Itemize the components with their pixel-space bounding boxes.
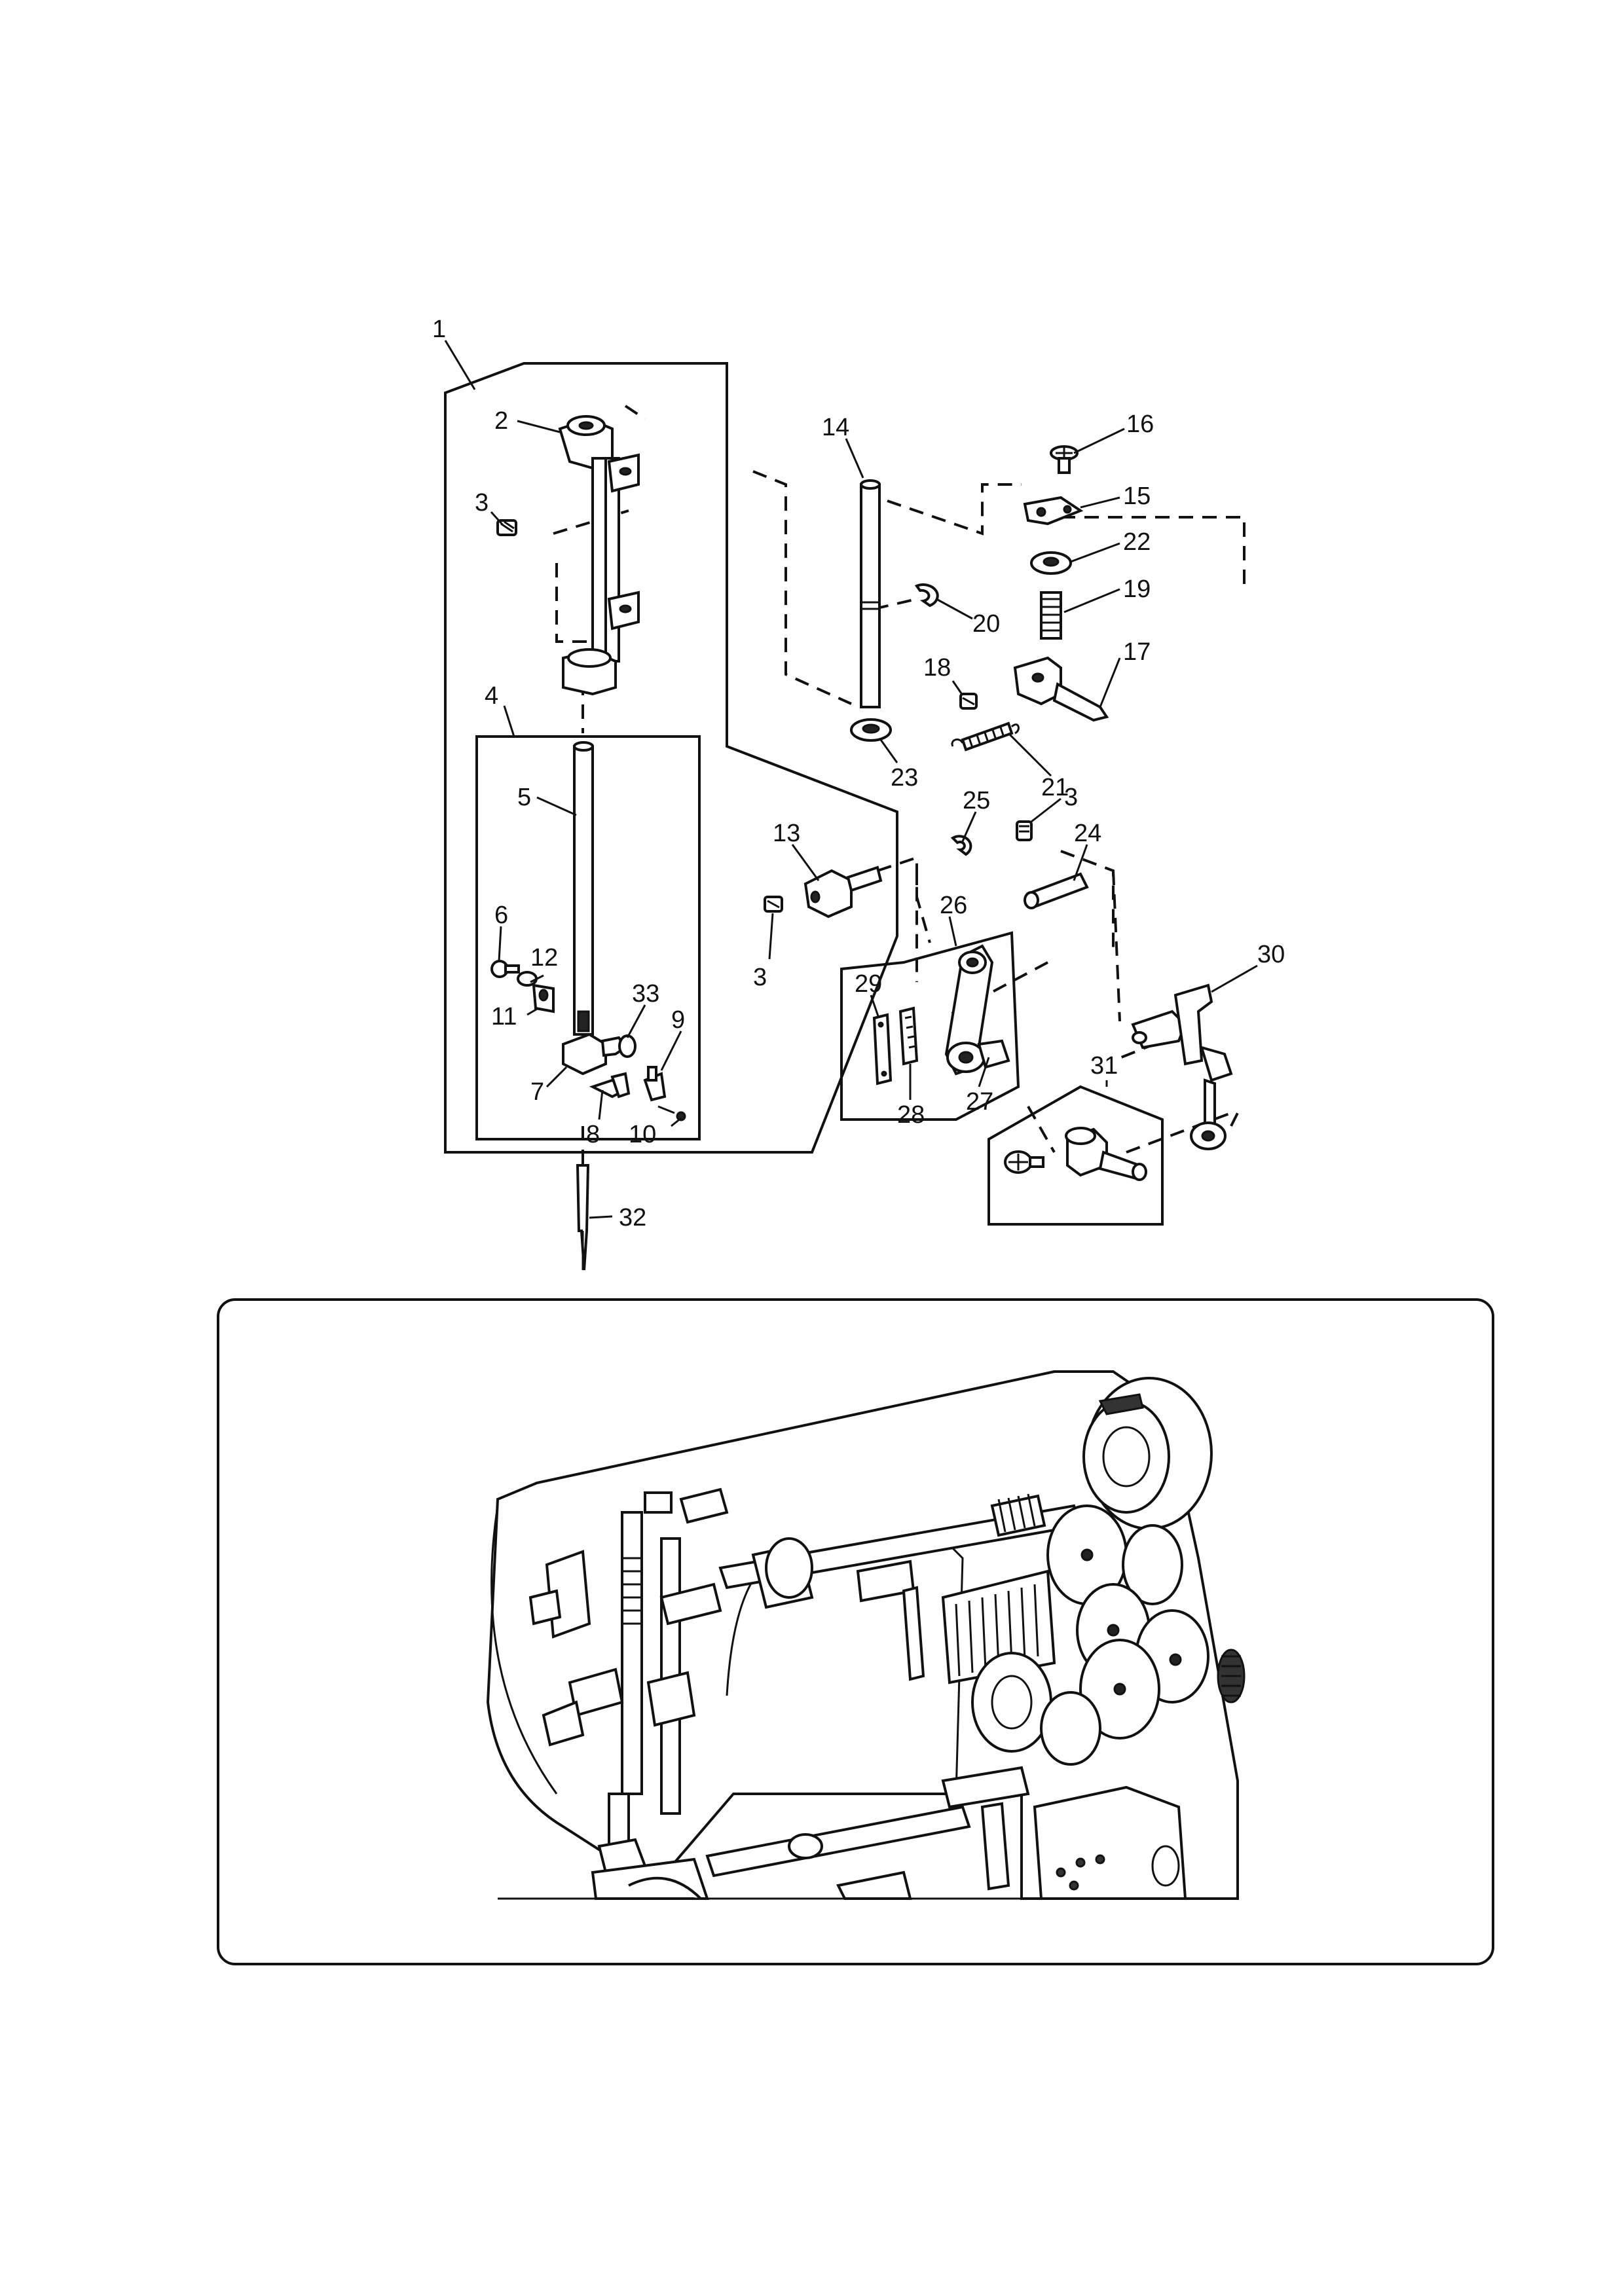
presser-bar-washer: [850, 718, 892, 742]
locator-frame: [217, 1298, 1494, 1965]
callout-29: 29: [855, 970, 882, 998]
feed-linkage: [856, 1559, 1030, 1891]
callout-13: 13: [773, 820, 800, 847]
exploded-view: [444, 362, 1246, 1271]
exploded-guide-lines: [553, 405, 1246, 1178]
callout-32: 32: [619, 1204, 646, 1231]
link-strips: [872, 1006, 919, 1085]
top-screw: [1050, 445, 1079, 474]
callout-4: 4: [485, 682, 498, 710]
gear-train: [941, 1569, 1101, 1766]
needle-bar-mechanism: [528, 1487, 729, 1815]
set-screw-lower: [764, 896, 783, 913]
callout-10: 10: [629, 1121, 656, 1148]
needle-clamp: [562, 1032, 637, 1076]
presser-bar-plate: [1023, 496, 1084, 526]
callout-21: 21: [1041, 774, 1069, 801]
set-screw-right: [1016, 820, 1033, 841]
callout-18: 18: [923, 654, 951, 682]
presser-spring: [1040, 591, 1062, 640]
cam-stack: [1046, 1504, 1246, 1740]
callout-9: 9: [671, 1006, 685, 1034]
callout-5: 5: [517, 784, 531, 811]
callout-6: 6: [494, 902, 508, 929]
callout-15: 15: [1123, 483, 1151, 510]
needle-bar-holder: [558, 415, 640, 696]
main-shaft: [718, 1493, 1082, 1609]
retaining-ring: [914, 583, 939, 608]
needle-bar: [573, 741, 594, 1036]
needle: [576, 1164, 590, 1271]
guide-screw: [959, 693, 978, 710]
motor-housing: [1033, 1785, 1187, 1900]
callout-27: 27: [966, 1088, 993, 1116]
callout-17: 17: [1123, 638, 1151, 666]
lever-retaining-ring: [950, 835, 972, 856]
callout-1: 1: [432, 316, 446, 343]
callout-26: 26: [940, 892, 967, 919]
feed-lever: [1131, 983, 1233, 1150]
callout-23: 23: [891, 764, 918, 792]
callout-24: 24: [1074, 820, 1101, 847]
presser-bar-bushing: [1030, 551, 1072, 575]
callout-3-right: 3: [1064, 784, 1078, 811]
presser-bar: [860, 479, 881, 708]
callout-33: 33: [632, 980, 659, 1008]
needle-thread-guide-parts: [589, 1066, 686, 1121]
crank-stud: [803, 866, 883, 919]
lever-shaft: [1024, 872, 1089, 909]
callout-19: 19: [1123, 575, 1151, 603]
presser-foot-area: [591, 1793, 709, 1900]
callout-3: 3: [475, 489, 489, 517]
assembly-26-outline: [840, 931, 1020, 1121]
callout-31: 31: [1090, 1052, 1118, 1080]
tension-spring: [951, 721, 1020, 752]
callout-16: 16: [1126, 410, 1154, 438]
callout-14: 14: [822, 414, 849, 441]
callout-labels: 1 2 3 4 5 6 12 11 33 9 7 8 10 32 14 16 1…: [432, 316, 1285, 1231]
callout-30: 30: [1257, 941, 1285, 968]
callout-12: 12: [530, 944, 558, 972]
machine-locator-view: [217, 1298, 1494, 1965]
callout-2: 2: [494, 407, 508, 435]
callout-11: 11: [491, 1003, 517, 1030]
assembly-1-outline: [444, 362, 898, 1154]
presser-bar-guide: [1013, 656, 1109, 722]
callout-22: 22: [1123, 528, 1151, 556]
callout-28: 28: [897, 1101, 925, 1129]
callout-7: 7: [530, 1078, 544, 1106]
callout-3-lower: 3: [753, 964, 767, 991]
callout-25: 25: [963, 787, 990, 814]
feed-crank: [1004, 1127, 1147, 1181]
assembly-31-outline: [987, 1085, 1164, 1226]
lower-shaft: [705, 1805, 971, 1900]
leader-lines: [444, 340, 1258, 1219]
callout-20: 20: [972, 610, 1000, 638]
callout-8: 8: [586, 1121, 600, 1148]
needle-bar-link: [944, 944, 1010, 1076]
assembly-4-outline: [475, 735, 701, 1140]
